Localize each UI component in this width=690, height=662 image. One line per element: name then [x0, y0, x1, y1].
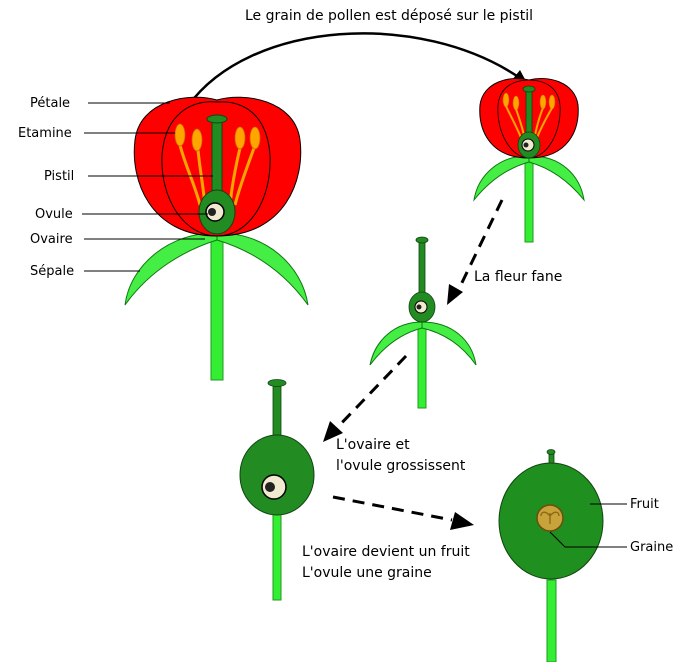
- large-flower-stigma: [207, 115, 227, 123]
- dashed-arrow-3: [333, 497, 452, 520]
- large-flower-stem: [211, 220, 223, 380]
- step-grossissent-1: L'ovaire et: [336, 437, 410, 453]
- large-flower-style: [212, 120, 222, 200]
- label-sepale: Sépale: [30, 264, 74, 279]
- dashed-arrow-3-head: [450, 512, 474, 530]
- dashed-arrow-1-head: [447, 284, 463, 305]
- pollen-arrow: [188, 33, 520, 106]
- small-flower: [474, 78, 584, 242]
- step-fruit-2: L'ovule une graine: [302, 565, 432, 581]
- label-petale: Pétale: [30, 96, 70, 111]
- label-graine: Graine: [630, 540, 673, 555]
- wilted-flower: [370, 237, 476, 408]
- label-ovaire: Ovaire: [30, 232, 73, 247]
- label-fruit: Fruit: [630, 497, 659, 512]
- swollen-ovary-style: [273, 383, 281, 443]
- label-etamine: Etamine: [18, 126, 72, 141]
- large-flower-ovule-core: [208, 208, 216, 216]
- wilted-flower-style: [419, 240, 425, 298]
- small-flower-stem: [525, 150, 533, 242]
- small-flower-sepal-right: [529, 156, 584, 200]
- wilted-flower-sepal-left: [370, 322, 422, 365]
- wilted-flower-ovule-core: [417, 305, 422, 310]
- title-label: Le grain de pollen est déposé sur le pis…: [245, 8, 533, 24]
- small-flower-sepal-left: [474, 156, 529, 200]
- wilted-flower-stem: [418, 318, 426, 408]
- label-pistil: Pistil: [44, 169, 74, 184]
- large-flower-sepal-right: [217, 233, 308, 305]
- step-grossissent-2: l'ovule grossissent: [336, 458, 466, 474]
- small-flower-ovule-core: [524, 143, 529, 148]
- step-fane: La fleur fane: [474, 269, 562, 285]
- swollen-ovary-stem: [273, 508, 281, 600]
- fruit: [499, 450, 603, 662]
- dashed-arrow-2: [333, 356, 406, 432]
- small-flower-style: [526, 90, 532, 138]
- swollen-ovary-ovule-core: [265, 482, 275, 492]
- wilted-flower-sepal-right: [422, 322, 476, 365]
- fruit-stem: [547, 580, 556, 662]
- swollen-ovary-stigma: [268, 380, 286, 387]
- label-ovule: Ovule: [35, 207, 73, 222]
- step-fruit-1: L'ovaire devient un fruit: [302, 544, 470, 560]
- large-flower-sepal-left: [125, 233, 217, 305]
- fruit-stalk-cap: [547, 450, 555, 455]
- wilted-flower-stigma: [416, 237, 428, 243]
- small-flower-stigma: [523, 86, 535, 92]
